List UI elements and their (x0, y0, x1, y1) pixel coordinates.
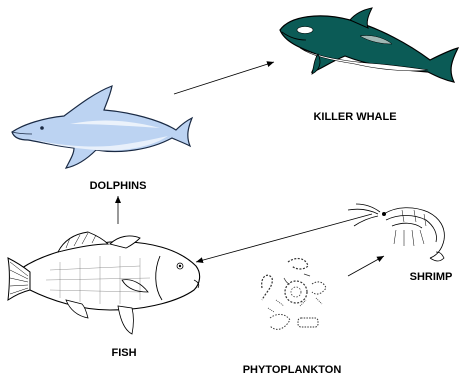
phytoplankton-label: PHYTOPLANKTON (243, 364, 342, 376)
arrow-dolphins-to-killer-whale (174, 62, 274, 94)
fish-label: FISH (111, 347, 136, 359)
arrow-phytoplankton-to-shrimp (348, 256, 384, 276)
arrow-shrimp-to-fish (196, 214, 372, 262)
dolphin-illustration (12, 86, 192, 168)
food-chain-arrows (118, 62, 384, 276)
fish-illustration (8, 232, 200, 334)
shrimp-label: SHRIMP (410, 271, 453, 283)
killer-whale-illustration (280, 8, 458, 82)
dolphins-label: DOLPHINS (90, 180, 147, 192)
shrimp-illustration (348, 204, 444, 261)
killer-whale-label: KILLER WHALE (313, 111, 396, 123)
phytoplankton-illustration (262, 259, 326, 330)
